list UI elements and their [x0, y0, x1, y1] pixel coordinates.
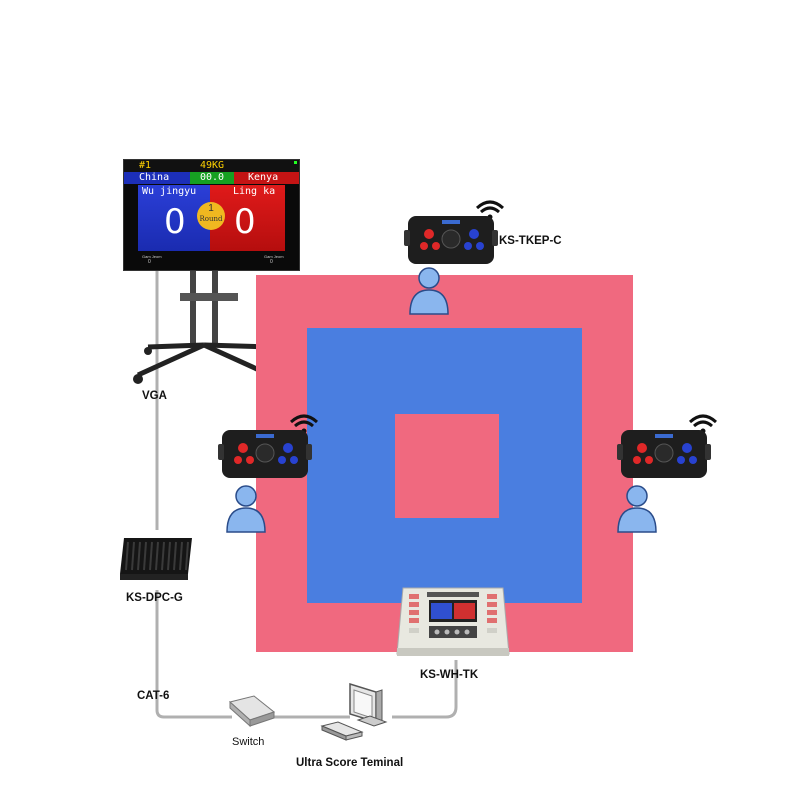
- round-indicator: 1 Round: [197, 202, 225, 230]
- match-timer: 00.0: [190, 172, 234, 184]
- cat6-cable: [155, 590, 232, 719]
- handset-device-icon: [404, 216, 498, 264]
- handset-label: KS-TKEP-C: [499, 235, 562, 247]
- scoring-controller-icon: [396, 587, 510, 656]
- controller-label: KS-WH-TK: [420, 669, 479, 681]
- vga-label: VGA: [142, 390, 167, 402]
- power-led: [294, 161, 297, 164]
- competition-mat-center: [395, 414, 499, 518]
- referee-person-icon: [617, 485, 657, 533]
- left-country: China: [139, 172, 170, 183]
- right-score: 0: [234, 202, 256, 242]
- left-score: 0: [164, 202, 186, 242]
- scoreboard-footer: Gam Jeom 0 Gam Jeom 0: [124, 254, 299, 270]
- switch-label: Switch: [232, 736, 265, 748]
- left-player-name: Wu jingyu: [142, 186, 197, 197]
- scoreboard-header: #1 49KG: [124, 160, 299, 172]
- referee-person-icon: [226, 485, 266, 533]
- scoreboard-display: #1 49KG China 00.0 Kenya Wu jingyu Ling …: [123, 159, 300, 271]
- handset-device-icon: [218, 430, 312, 478]
- network-switch-icon: [228, 695, 276, 728]
- round-number: 1: [208, 203, 214, 214]
- round-label: Round: [199, 215, 223, 223]
- handset-device-icon: [617, 430, 711, 478]
- right-player-name: Ling ka: [233, 186, 276, 197]
- cat6-label: CAT-6: [137, 690, 170, 702]
- fanless-pc-icon: [120, 538, 192, 580]
- computer-terminal-icon: [320, 682, 388, 741]
- scoreboard-countries: China 00.0 Kenya: [124, 172, 299, 184]
- right-foot-label: Gam Jeom: [264, 254, 284, 259]
- terminal-to-controller-cable: [392, 660, 458, 719]
- referee-person-icon: [409, 267, 449, 315]
- pc-label: KS-DPC-G: [126, 592, 183, 604]
- left-foot-value: 0: [148, 259, 151, 265]
- handset-right: [617, 414, 718, 533]
- match-number: #1: [139, 160, 152, 171]
- weight-class: 49KG: [200, 160, 225, 171]
- handset-left: [218, 414, 319, 533]
- right-country: Kenya: [248, 172, 279, 183]
- left-foot-label: Gam Jeom: [142, 254, 162, 259]
- terminal-label: Ultra Score Teminal: [296, 757, 404, 769]
- right-foot-value: 0: [270, 259, 273, 265]
- handset-top: [404, 200, 505, 315]
